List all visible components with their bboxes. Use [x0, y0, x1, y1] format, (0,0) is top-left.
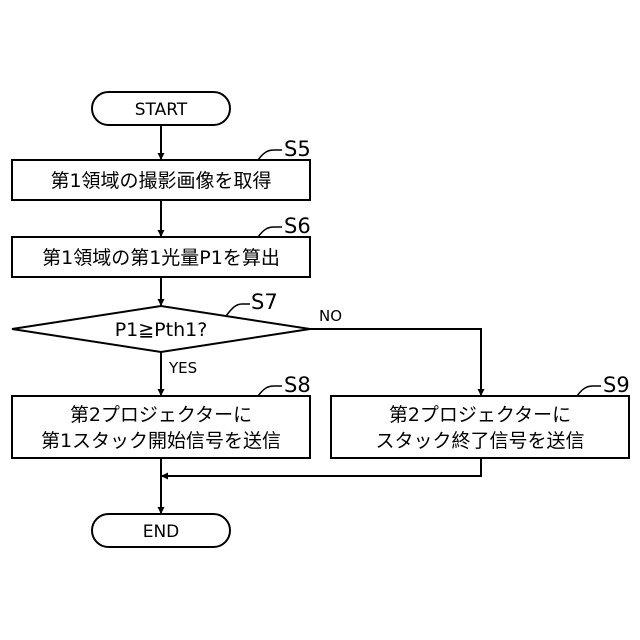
step-s7-text: P1≧Pth1? — [115, 319, 208, 341]
step-s5-label: S5 — [284, 137, 311, 161]
step-s6-text: 第1領域の第1光量P1を算出 — [42, 247, 280, 269]
branch-yes-label: YES — [168, 359, 197, 377]
start-label: START — [135, 100, 188, 120]
step-s9-leader — [577, 386, 601, 396]
step-s8-line-2: 第1スタック開始信号を送信 — [41, 430, 281, 452]
step-s7-label: S7 — [251, 290, 278, 314]
branch-no-label: NO — [319, 307, 342, 325]
arrow-s9-to-merge — [161, 458, 481, 476]
step-s8-label: S8 — [284, 373, 311, 397]
step-s7-leader — [226, 304, 250, 316]
step-s8-line-1: 第2プロジェクターに — [70, 404, 252, 426]
end-terminal: END — [92, 514, 230, 547]
step-s9-line-1: 第2プロジェクターに — [389, 404, 571, 426]
step-s6-leader — [258, 227, 282, 237]
step-s5-leader — [258, 150, 282, 160]
end-label: END — [143, 522, 180, 542]
arrow-no-to-s9 — [310, 329, 481, 396]
step-s8-leader — [258, 386, 282, 396]
start-terminal: START — [92, 92, 230, 125]
step-s5-text: 第1領域の撮影画像を取得 — [50, 170, 271, 192]
step-s9-label: S9 — [603, 373, 630, 397]
step-s9-line-2: スタック終了信号を送信 — [375, 430, 584, 452]
step-s6-label: S6 — [284, 214, 311, 238]
